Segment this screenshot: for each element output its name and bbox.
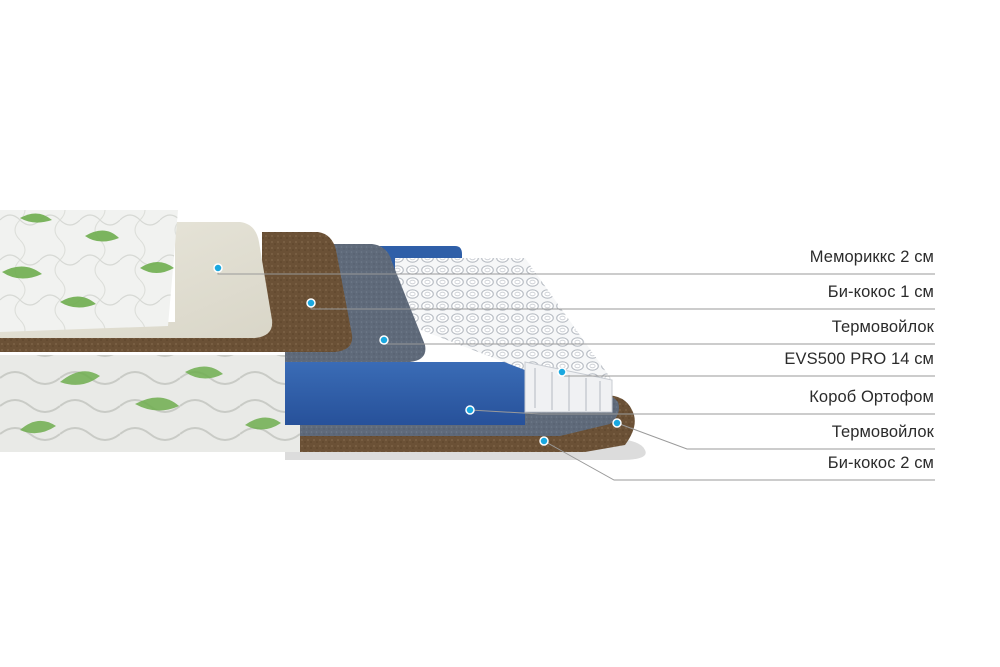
cover-top xyxy=(0,210,178,332)
spring-coils-front xyxy=(534,368,601,411)
leader-line xyxy=(469,409,935,415)
cover-top-leaves xyxy=(2,213,174,308)
layer-label-bicoco-2: Би-кокос 2 см xyxy=(827,454,934,472)
layer-label-felt-2: Термовойлок xyxy=(831,423,934,441)
box-foam-layer xyxy=(285,362,525,425)
layer-marker xyxy=(557,367,567,377)
leader-line xyxy=(561,372,935,377)
leader-line xyxy=(543,440,935,481)
layer-label-box-foam: Короб Ортофом xyxy=(809,388,934,406)
cover-side-leaves xyxy=(20,366,281,434)
layer-markers xyxy=(213,263,622,446)
leader-line xyxy=(616,422,935,450)
layer-marker xyxy=(612,418,622,428)
memory-foam-layer xyxy=(0,222,273,338)
layer-marker xyxy=(465,405,475,415)
layer-marker xyxy=(379,335,389,345)
layer-label-spring-block: EVS500 PRO 14 см xyxy=(784,350,934,368)
layer-marker xyxy=(213,263,223,273)
layer-marker xyxy=(306,298,316,308)
layer-label-bicoco-1: Би-кокос 1 см xyxy=(827,283,934,301)
layer-label-felt-1: Термовойлок xyxy=(831,318,934,336)
layer-label-memory-foam: Мемориккс 2 см xyxy=(809,248,934,266)
layer-marker xyxy=(539,436,549,446)
